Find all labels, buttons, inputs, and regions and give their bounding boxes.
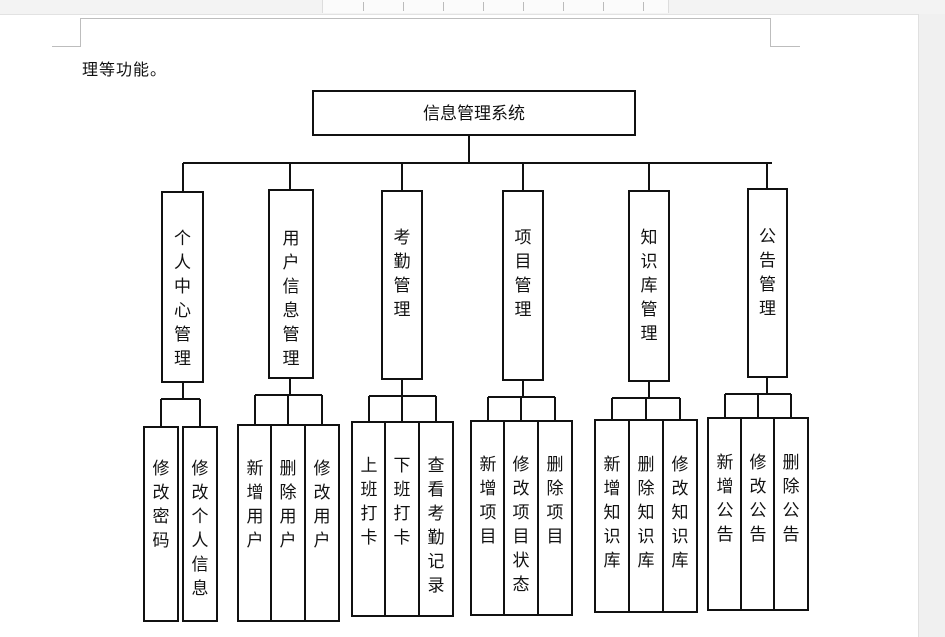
child-label: 新增项目 bbox=[480, 455, 497, 547]
child-label: 查看考勤记录 bbox=[428, 456, 445, 596]
page-corner-mark-right bbox=[770, 18, 771, 46]
module-label: 项目管理 bbox=[515, 228, 532, 320]
child-box bbox=[773, 417, 809, 611]
paragraph-text: 理等功能。 bbox=[82, 60, 168, 79]
child-label: 上班打卡 bbox=[361, 456, 378, 548]
page-corner-mark-left-h bbox=[52, 46, 81, 47]
module-label: 个人中心管理 bbox=[174, 229, 191, 369]
child-label: 新增公告 bbox=[717, 453, 734, 545]
module-label: 公告管理 bbox=[759, 227, 776, 319]
page-corner-mark-right-h bbox=[770, 46, 800, 47]
child-box bbox=[351, 421, 387, 617]
child-label: 修改密码 bbox=[153, 459, 170, 551]
child-label: 修改用户 bbox=[314, 459, 331, 551]
child-label: 下班打卡 bbox=[394, 456, 411, 548]
child-label: 修改项目状态 bbox=[513, 455, 530, 595]
child-box bbox=[503, 420, 539, 616]
child-label: 修改知识库 bbox=[672, 455, 689, 571]
child-label: 修改个人信息 bbox=[192, 459, 209, 599]
horizontal-ruler bbox=[322, 0, 669, 13]
child-label: 新增知识库 bbox=[604, 455, 621, 571]
vertical-scrollbar[interactable] bbox=[918, 14, 945, 637]
page-corner-mark-top bbox=[80, 18, 770, 19]
child-label: 新增用户 bbox=[247, 459, 264, 551]
child-box bbox=[740, 417, 776, 611]
child-box bbox=[304, 424, 340, 622]
module-box bbox=[628, 190, 670, 382]
child-label: 删除知识库 bbox=[638, 455, 655, 571]
child-box bbox=[384, 421, 420, 617]
child-box bbox=[628, 419, 664, 613]
page-corner-mark-left bbox=[80, 18, 81, 46]
child-box bbox=[270, 424, 306, 622]
child-box bbox=[537, 420, 573, 616]
child-label: 删除公告 bbox=[783, 453, 800, 545]
root-label: 信息管理系统 bbox=[423, 104, 525, 124]
top-ruler-bar bbox=[0, 0, 945, 15]
child-label: 删除项目 bbox=[547, 455, 564, 547]
module-label: 考勤管理 bbox=[394, 228, 411, 320]
module-label: 用户信息管理 bbox=[283, 229, 300, 369]
root-box bbox=[312, 90, 636, 136]
child-box bbox=[237, 424, 273, 622]
child-box bbox=[662, 419, 698, 613]
child-label: 删除用户 bbox=[280, 459, 297, 551]
child-box bbox=[182, 426, 218, 622]
child-box bbox=[418, 421, 454, 617]
module-box bbox=[268, 189, 314, 379]
child-label: 修改公告 bbox=[750, 453, 767, 545]
child-box bbox=[707, 417, 743, 611]
module-label: 知识库管理 bbox=[641, 228, 658, 344]
child-box bbox=[594, 419, 630, 613]
module-box bbox=[381, 190, 423, 380]
child-box bbox=[143, 426, 179, 622]
